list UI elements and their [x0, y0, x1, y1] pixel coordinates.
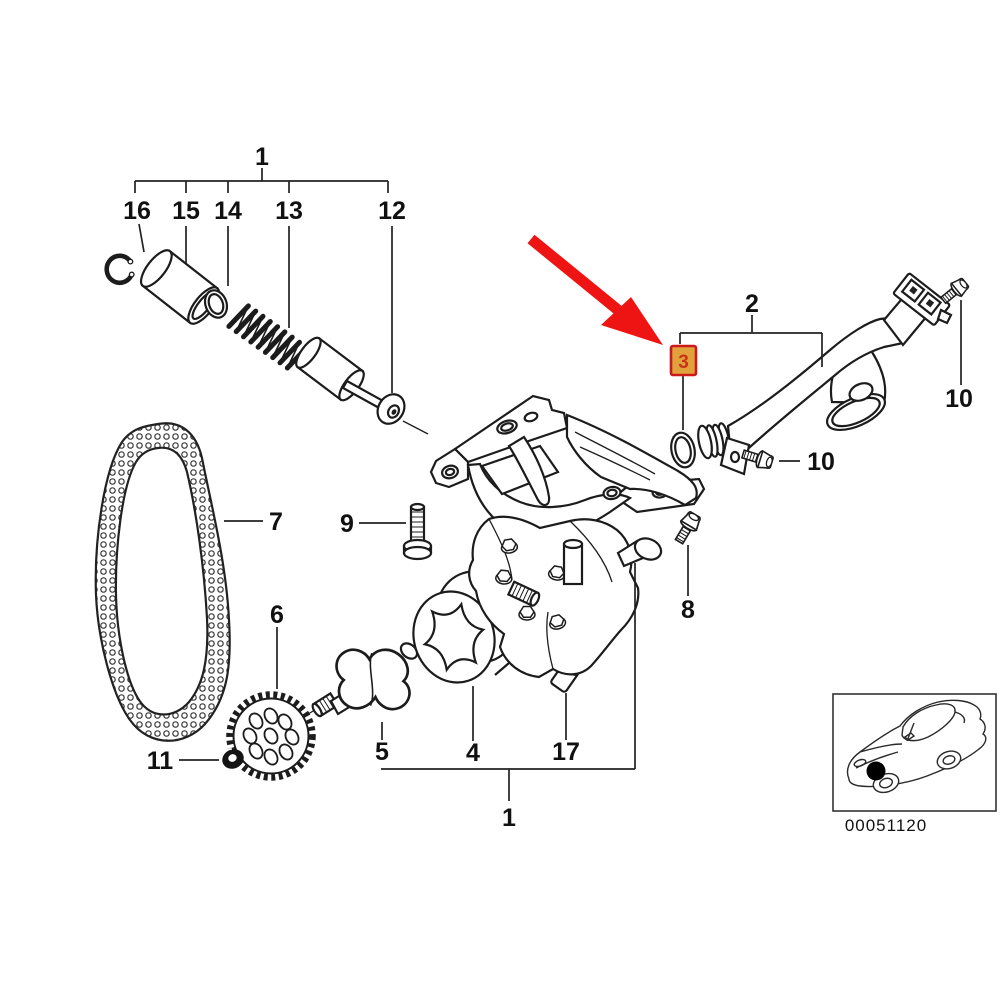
- arrow-shaft-icon: [527, 234, 622, 315]
- part-location-dot: [866, 761, 886, 781]
- part-7-chain: 7: [94, 422, 283, 742]
- red-pointer-arrow: [527, 234, 663, 345]
- callout-4: 4: [466, 739, 480, 767]
- part-3-seal-highlighted: 3: [669, 344, 698, 377]
- part-11-nut: 11: [147, 747, 244, 775]
- part-14-oring: [203, 289, 229, 319]
- callout-6: 6: [270, 601, 284, 629]
- callout-16: 16: [123, 197, 151, 225]
- callout-8: 8: [681, 596, 695, 624]
- callout-13: 13: [275, 197, 303, 225]
- part-6-sprocket: 6: [226, 601, 319, 781]
- callout-17: 17: [552, 738, 580, 766]
- screw-8-icon: [670, 509, 704, 548]
- callout-10-bracket: 10: [945, 385, 973, 413]
- location-code: 00051120: [845, 816, 927, 835]
- callout-2: 2: [745, 290, 759, 318]
- part-8-screw: 8: [670, 509, 704, 624]
- part-13-spring: [226, 303, 310, 371]
- part-12-plunger: [295, 336, 429, 435]
- valve-assembly-group: 1 16 15 14 13 12: [104, 143, 429, 435]
- callout-7: 7: [269, 508, 283, 536]
- part-16-circlip: [104, 253, 135, 286]
- car-outline-icon: [846, 699, 987, 794]
- car-locator: 00051120: [832, 693, 997, 835]
- callout-5: 5: [375, 738, 389, 766]
- highlight-digit-3: 3: [678, 352, 689, 373]
- part-17-pin: 17: [550, 661, 580, 766]
- pipe-oring: [670, 431, 696, 469]
- callout-15: 15: [172, 197, 200, 225]
- part-2-pickup-pipe: 10 10 2: [670, 272, 973, 476]
- callout-14: 14: [214, 197, 242, 225]
- arrow-head-icon: [601, 297, 663, 345]
- callout-9: 9: [340, 510, 354, 538]
- callout-group-top: 1: [255, 143, 269, 171]
- part-9-bolt: 9: [340, 502, 433, 561]
- callout-group-bottom: 1: [502, 804, 516, 832]
- callout-12: 12: [378, 197, 406, 225]
- callout-11: 11: [147, 747, 174, 775]
- part-housing: 1: [381, 394, 706, 832]
- highlight-box: [669, 344, 698, 377]
- callout-10-pipe: 10: [807, 448, 835, 476]
- part-5-rotor-shaft: 5: [311, 599, 513, 766]
